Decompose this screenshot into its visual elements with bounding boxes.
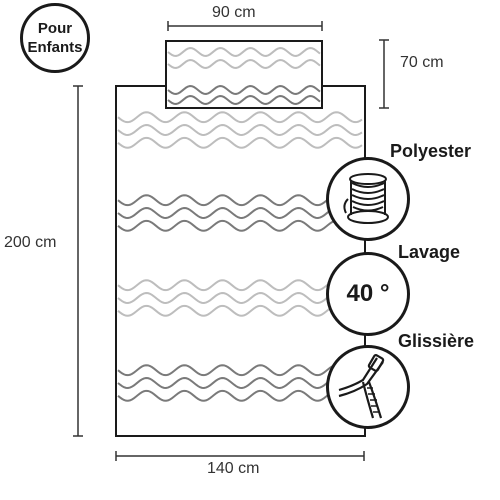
badge-line-2: Enfants: [27, 39, 83, 56]
washing-label: Lavage: [398, 242, 461, 262]
polyester-circle: [326, 157, 410, 241]
kids-badge: Pour Enfants: [20, 3, 90, 73]
thread-spool-icon: [343, 173, 389, 224]
duvet-wave-line: [117, 111, 363, 124]
badge-line-1: Pour: [37, 20, 73, 37]
washing-circle: 40 °: [326, 252, 410, 336]
zipper-icon: [338, 354, 385, 419]
duvet-wave-line: [117, 219, 363, 232]
duvet-wave-line: [117, 364, 363, 377]
duvet-height-dimension: [73, 85, 83, 437]
washing-temperature: 40 °: [346, 280, 390, 307]
duvet-wave-line: [117, 207, 363, 219]
duvet-wave-line: [117, 279, 363, 292]
duvet-wave-line: [117, 124, 363, 136]
duvet-wave-line: [117, 136, 363, 149]
pillow-width-dimension: [167, 21, 323, 31]
zipper-circle: [326, 345, 410, 429]
pillow-width-label: 90 cm: [212, 4, 256, 21]
duvet-wave-line: [117, 304, 363, 317]
pillow-wave-line: [167, 95, 321, 105]
pillow-height-dimension: [379, 39, 389, 109]
duvet-wave-line: [117, 389, 363, 402]
duvet-height-label: 200 cm: [4, 234, 57, 251]
duvet-wave-line: [117, 292, 363, 304]
pillow-wave-line: [167, 59, 321, 69]
duvet-wave-line: [117, 194, 363, 207]
pillow-wave-line: [167, 47, 321, 57]
duvet-width-dimension: [115, 451, 365, 461]
zipper-label: Glissière: [398, 331, 475, 351]
duvet-wave-pattern: [117, 111, 363, 402]
duvet-wave-line: [117, 377, 363, 389]
polyester-label: Polyester: [390, 141, 472, 161]
pillow-wave-line: [167, 85, 321, 95]
duvet-width-label: 140 cm: [207, 460, 260, 477]
pillow-height-label: 70 cm: [400, 54, 444, 71]
pillow-wave-pattern: [167, 47, 321, 105]
